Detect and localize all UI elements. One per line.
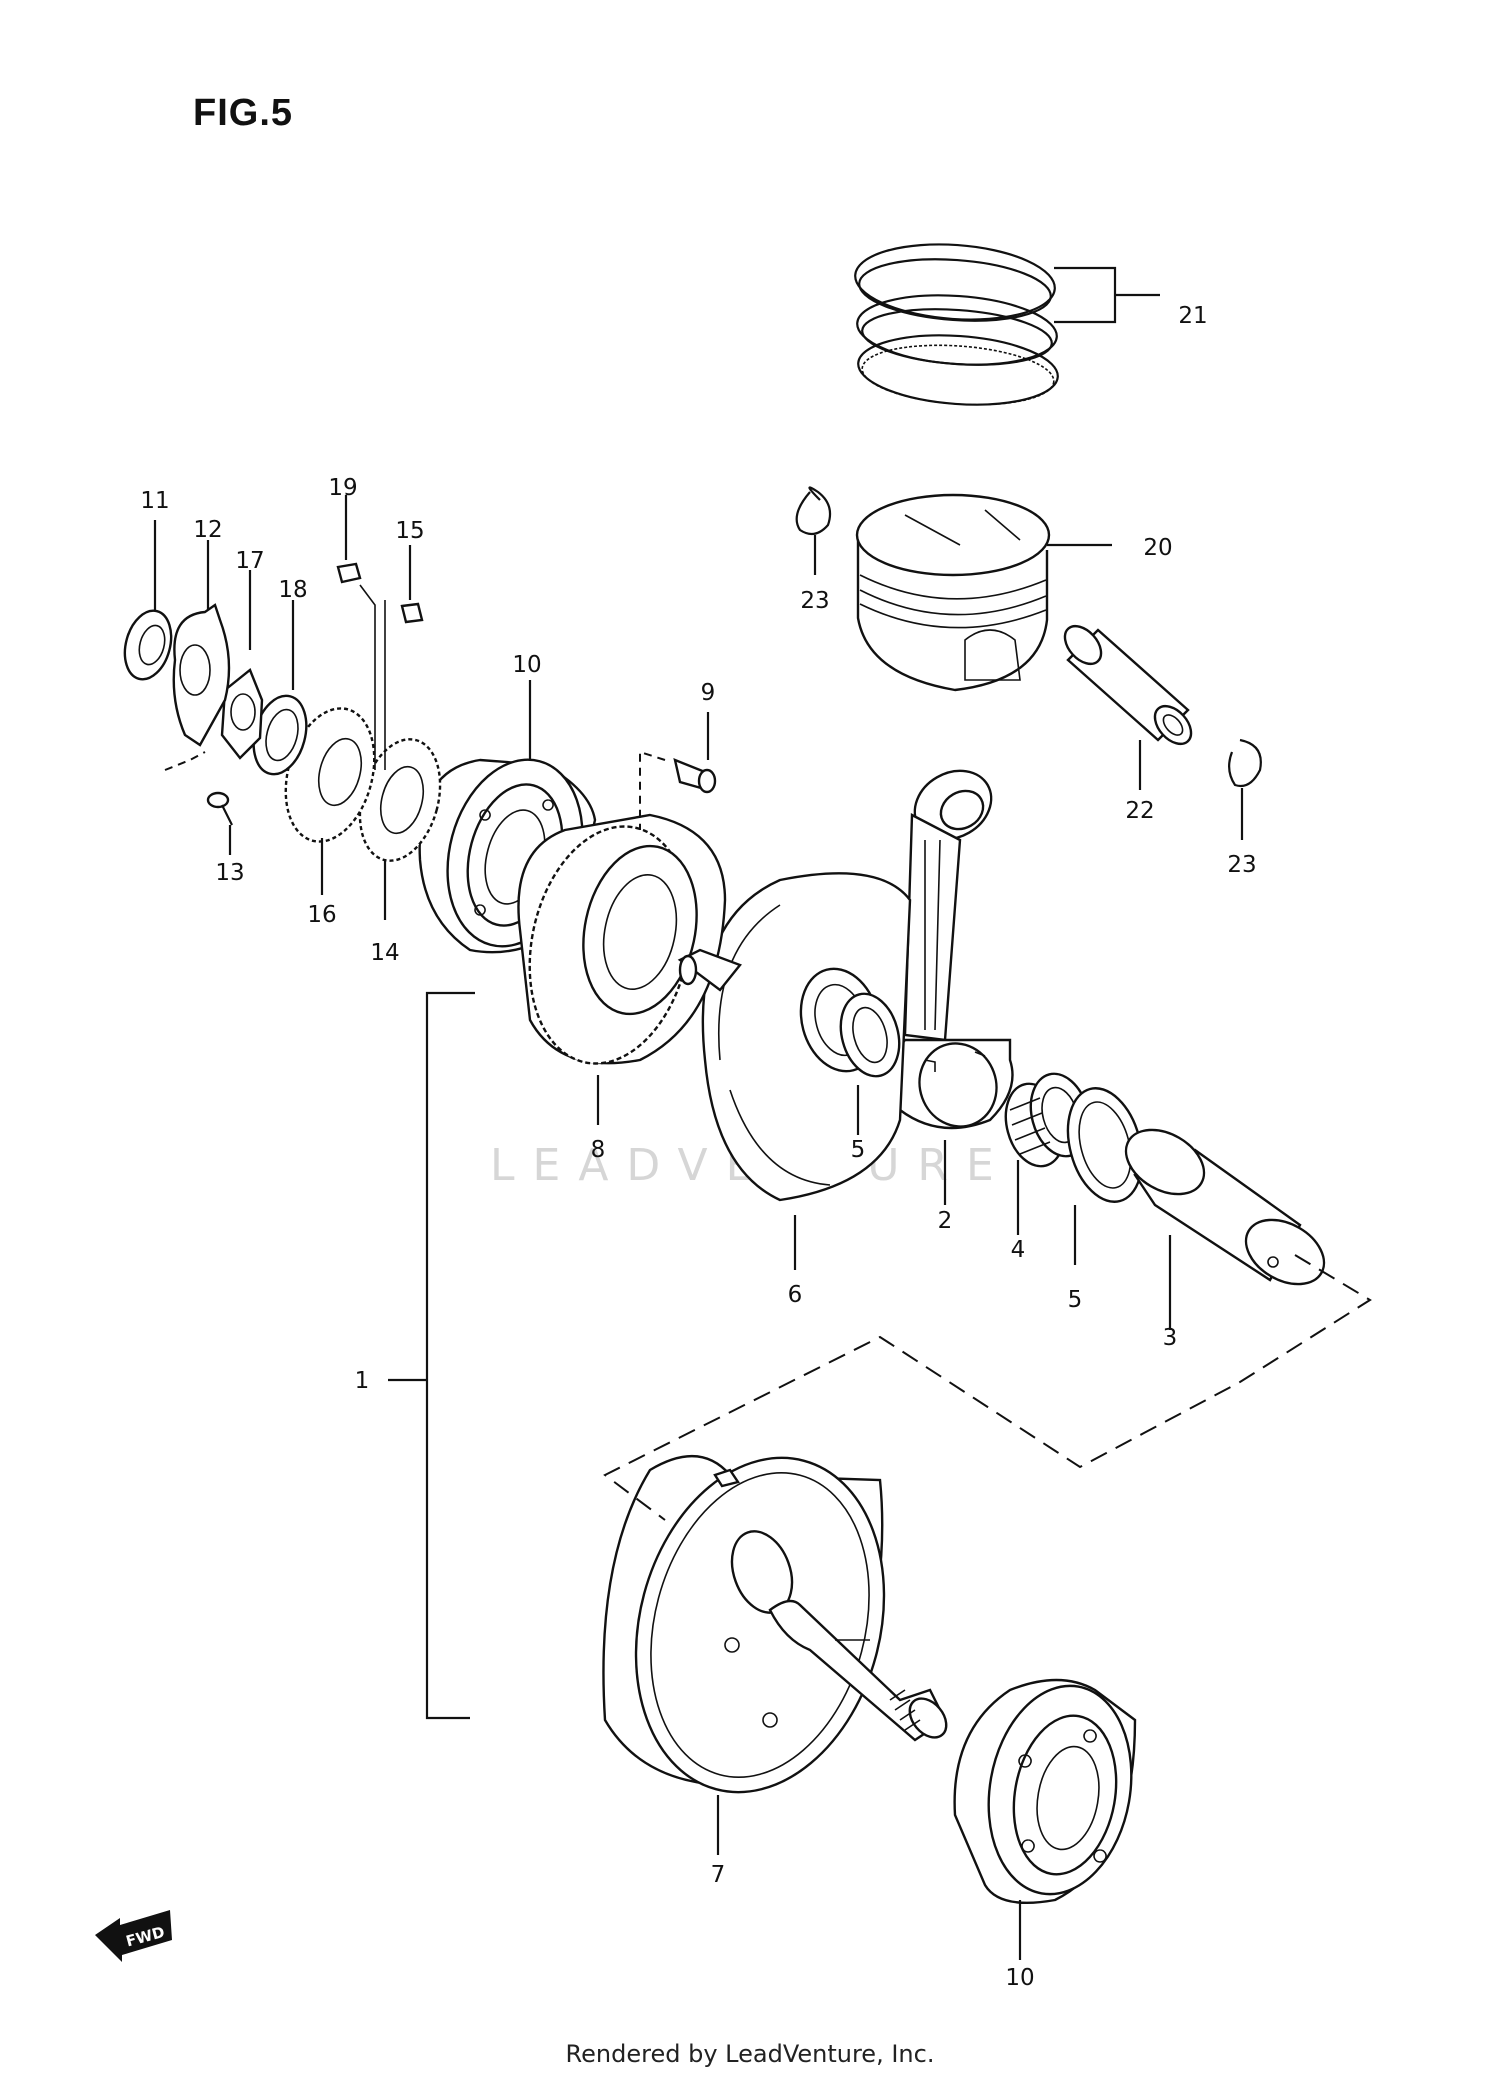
- connecting-rod[interactable]: [889, 757, 1014, 1205]
- timing-gear[interactable]: [272, 698, 388, 895]
- screw[interactable]: [164, 751, 233, 855]
- circlip-right[interactable]: [1228, 738, 1262, 840]
- dowel-pin[interactable]: [639, 712, 717, 830]
- callout-5-outer: 5: [1068, 1287, 1083, 1313]
- callout-13: 13: [215, 860, 244, 886]
- woodruff-key-19[interactable]: [336, 495, 376, 770]
- callout-18: 18: [278, 577, 307, 603]
- assembly-bracket: [388, 991, 475, 1720]
- crank-flywheel-left[interactable]: [600, 1430, 954, 1855]
- lock-washer[interactable]: [172, 540, 231, 747]
- circlip-top[interactable]: [795, 486, 832, 576]
- callout-21: 21: [1178, 303, 1207, 329]
- callout-19: 19: [328, 475, 357, 501]
- callout-5-inner: 5: [851, 1137, 866, 1163]
- callout-9: 9: [701, 680, 716, 706]
- assembly-guide-lines: [603, 1254, 1372, 1521]
- callout-6: 6: [788, 1282, 803, 1308]
- callout-23-right: 23: [1227, 852, 1256, 878]
- callout-7: 7: [711, 1862, 726, 1888]
- callout-11: 11: [140, 488, 169, 514]
- callout-17: 17: [235, 548, 264, 574]
- oil-seal[interactable]: [118, 520, 179, 685]
- crank-shaft-end[interactable]: [677, 948, 742, 992]
- crank-pin[interactable]: [1115, 1117, 1336, 1330]
- callout-16: 16: [307, 902, 336, 928]
- crank-nut[interactable]: [220, 570, 264, 760]
- callout-10-lower: 10: [1005, 1965, 1034, 1991]
- callout-14: 14: [370, 940, 399, 966]
- piston-rings[interactable]: [853, 238, 1160, 411]
- callout-15: 15: [395, 518, 424, 544]
- callout-23-top: 23: [800, 588, 829, 614]
- footer-credit: Rendered by LeadVenture, Inc.: [565, 2040, 935, 2068]
- piston[interactable]: [855, 493, 1112, 692]
- balancer-drive-gear[interactable]: [347, 730, 453, 920]
- forward-arrow-icon: FWD: [95, 1910, 172, 1962]
- callout-3: 3: [1163, 1325, 1178, 1351]
- callout-22: 22: [1125, 798, 1154, 824]
- callout-20: 20: [1143, 535, 1172, 561]
- main-bearing-lower[interactable]: [953, 1674, 1148, 1960]
- figure-title: FIG.5: [193, 92, 294, 134]
- callout-8: 8: [591, 1137, 606, 1163]
- woodruff-key-15[interactable]: [384, 545, 424, 770]
- callout-4: 4: [1011, 1237, 1026, 1263]
- thrust-washer-inner[interactable]: [832, 987, 908, 1135]
- piston-pin[interactable]: [1058, 619, 1198, 790]
- callout-12: 12: [193, 517, 222, 543]
- callout-1: 1: [355, 1368, 370, 1394]
- callout-10-upper: 10: [512, 652, 541, 678]
- callout-2: 2: [938, 1208, 953, 1234]
